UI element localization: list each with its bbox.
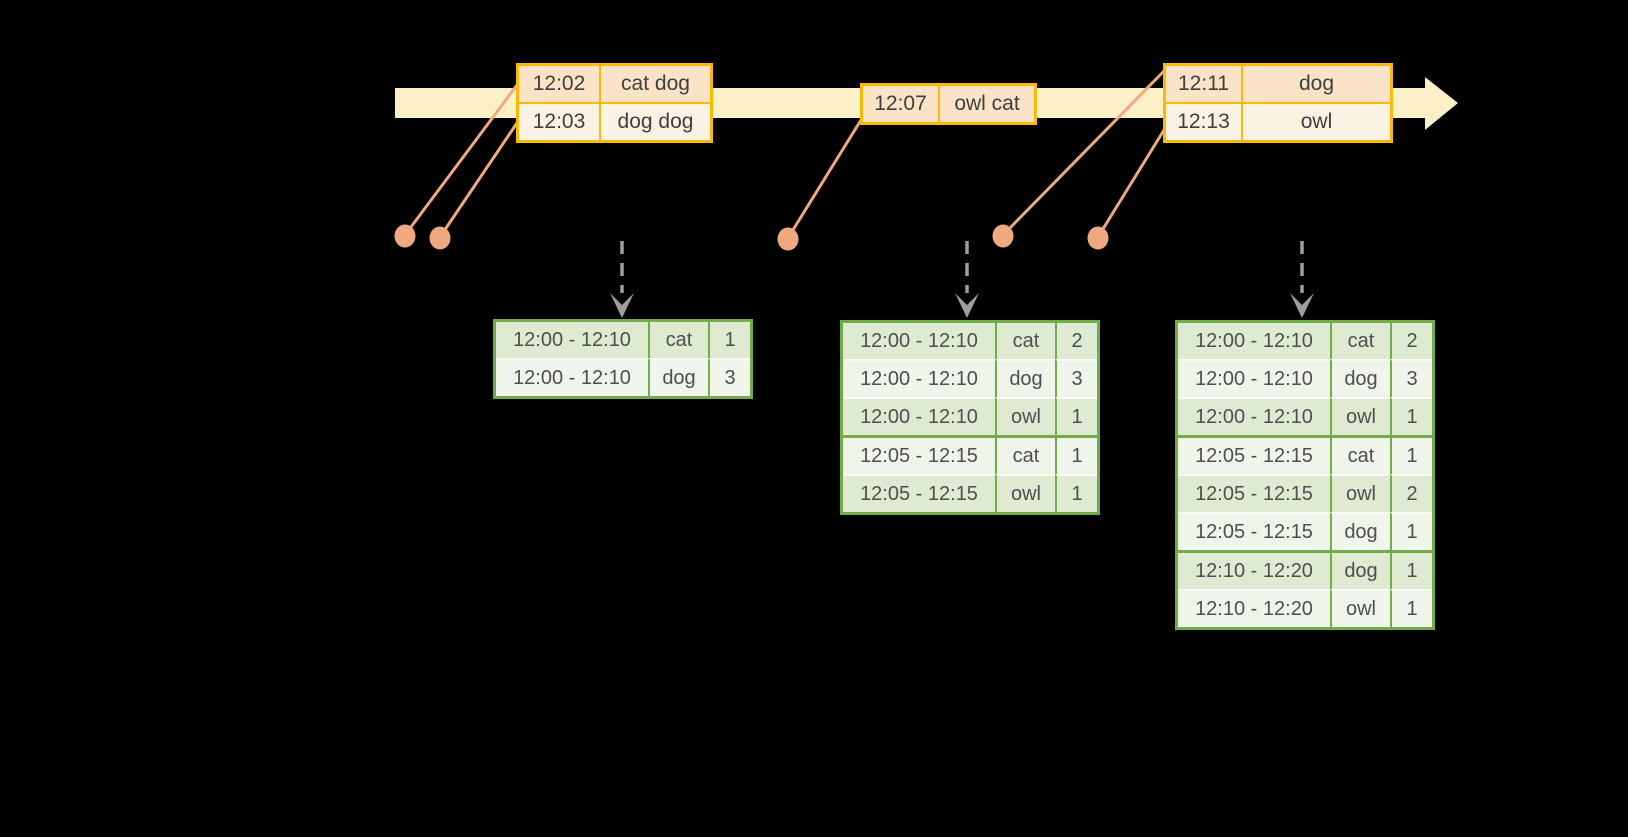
event-time: 12:02 [519,66,599,102]
table-row: 12:10 - 12:20 owl 1 [1178,589,1432,627]
table-row: 12:00 - 12:10 dog 3 [843,359,1097,397]
window-cell: 12:10 - 12:20 [1178,550,1330,589]
word-cell: cat [1330,435,1390,474]
event-connector-line [786,118,863,240]
event-words: dog [1241,66,1390,102]
window-cell: 12:00 - 12:10 [1178,359,1330,397]
trigger-arrowhead-icon [955,293,979,318]
word-cell: cat [648,322,708,358]
word-cell: dog [995,359,1055,397]
table-row: 12:05 - 12:15 owl 2 [1178,474,1432,512]
event-words: owl cat [938,86,1034,122]
word-cell: owl [1330,589,1390,627]
window-cell: 12:05 - 12:15 [843,435,995,474]
event-words: dog dog [599,104,710,140]
window-cell: 12:00 - 12:10 [1178,397,1330,435]
window-cell: 12:00 - 12:10 [1178,323,1330,359]
count-cell: 1 [1390,512,1432,550]
window-cell: 12:10 - 12:20 [1178,589,1330,627]
window-cell: 12:05 - 12:15 [1178,474,1330,512]
count-cell: 1 [1055,474,1097,512]
event-connector-line [438,121,519,239]
event-row: 12:07 owl cat [863,86,1034,122]
word-cell: dog [1330,550,1390,589]
event-time: 12:11 [1166,66,1241,102]
count-cell: 1 [1390,435,1432,474]
event-row: 12:13 owl [1166,102,1390,140]
count-cell: 1 [1390,397,1432,435]
count-cell: 3 [1055,359,1097,397]
table-row: 12:00 - 12:10 dog 3 [1178,359,1432,397]
event-row: 12:03 dog dog [519,102,710,140]
event-connector-line [1096,128,1166,239]
window-cell: 12:00 - 12:10 [843,323,995,359]
result-table-1: 12:00 - 12:10 cat 1 12:00 - 12:10 dog 3 [493,319,753,399]
word-cell: owl [995,474,1055,512]
window-cell: 12:00 - 12:10 [496,322,648,358]
event-row: 12:11 dog [1166,66,1390,102]
event-connector-line [403,83,519,237]
count-cell: 2 [1390,474,1432,512]
result-table-2: 12:00 - 12:10 cat 2 12:00 - 12:10 dog 3 … [840,320,1100,515]
count-cell: 1 [1055,397,1097,435]
event-time: 12:07 [863,86,938,122]
window-cell: 12:05 - 12:15 [1178,512,1330,550]
word-cell: cat [995,323,1055,359]
count-cell: 3 [1390,359,1432,397]
trigger-arrowhead-icon [610,293,634,318]
word-cell: owl [995,397,1055,435]
timeline-arrowhead-icon [1425,77,1458,130]
table-row: 12:00 - 12:10 owl 1 [843,397,1097,435]
event-dot [1087,226,1109,250]
event-dot [777,227,799,251]
window-cell: 12:05 - 12:15 [843,474,995,512]
table-row: 12:05 - 12:15 dog 1 [1178,512,1432,550]
word-cell: owl [1330,397,1390,435]
event-connector-line [1001,68,1167,237]
table-row: 12:00 - 12:10 cat 2 [843,323,1097,359]
table-row: 12:05 - 12:15 cat 1 [1178,435,1432,474]
event-time: 12:03 [519,104,599,140]
event-row: 12:02 cat dog [519,66,710,102]
table-row: 12:00 - 12:10 owl 1 [1178,397,1432,435]
word-cell: dog [1330,359,1390,397]
event-dot [394,224,416,248]
event-time: 12:13 [1166,104,1241,140]
count-cell: 1 [1055,435,1097,474]
window-cell: 12:00 - 12:10 [843,359,995,397]
result-table-3: 12:00 - 12:10 cat 2 12:00 - 12:10 dog 3 … [1175,320,1435,630]
word-cell: cat [1330,323,1390,359]
input-event-box-1: 12:02 cat dog 12:03 dog dog [516,63,713,143]
count-cell: 1 [1390,589,1432,627]
word-cell: dog [1330,512,1390,550]
window-cell: 12:00 - 12:10 [496,358,648,396]
input-event-box-2: 12:07 owl cat [860,83,1037,125]
table-row: 12:00 - 12:10 cat 1 [496,322,750,358]
count-cell: 2 [1055,323,1097,359]
count-cell: 3 [708,358,750,396]
event-words: owl [1241,104,1390,140]
word-cell: cat [995,435,1055,474]
window-cell: 12:05 - 12:15 [1178,435,1330,474]
event-dot [992,224,1014,248]
event-words: cat dog [599,66,710,102]
table-row: 12:05 - 12:15 cat 1 [843,435,1097,474]
table-row: 12:00 - 12:10 dog 3 [496,358,750,396]
window-cell: 12:00 - 12:10 [843,397,995,435]
table-row: 12:00 - 12:10 cat 2 [1178,323,1432,359]
word-cell: owl [1330,474,1390,512]
word-cell: dog [648,358,708,396]
table-row: 12:05 - 12:15 owl 1 [843,474,1097,512]
trigger-arrowhead-icon [1290,293,1314,318]
table-row: 12:10 - 12:20 dog 1 [1178,550,1432,589]
input-event-box-3: 12:11 dog 12:13 owl [1163,63,1393,143]
event-dot [429,226,451,250]
count-cell: 1 [1390,550,1432,589]
count-cell: 1 [708,322,750,358]
count-cell: 2 [1390,323,1432,359]
